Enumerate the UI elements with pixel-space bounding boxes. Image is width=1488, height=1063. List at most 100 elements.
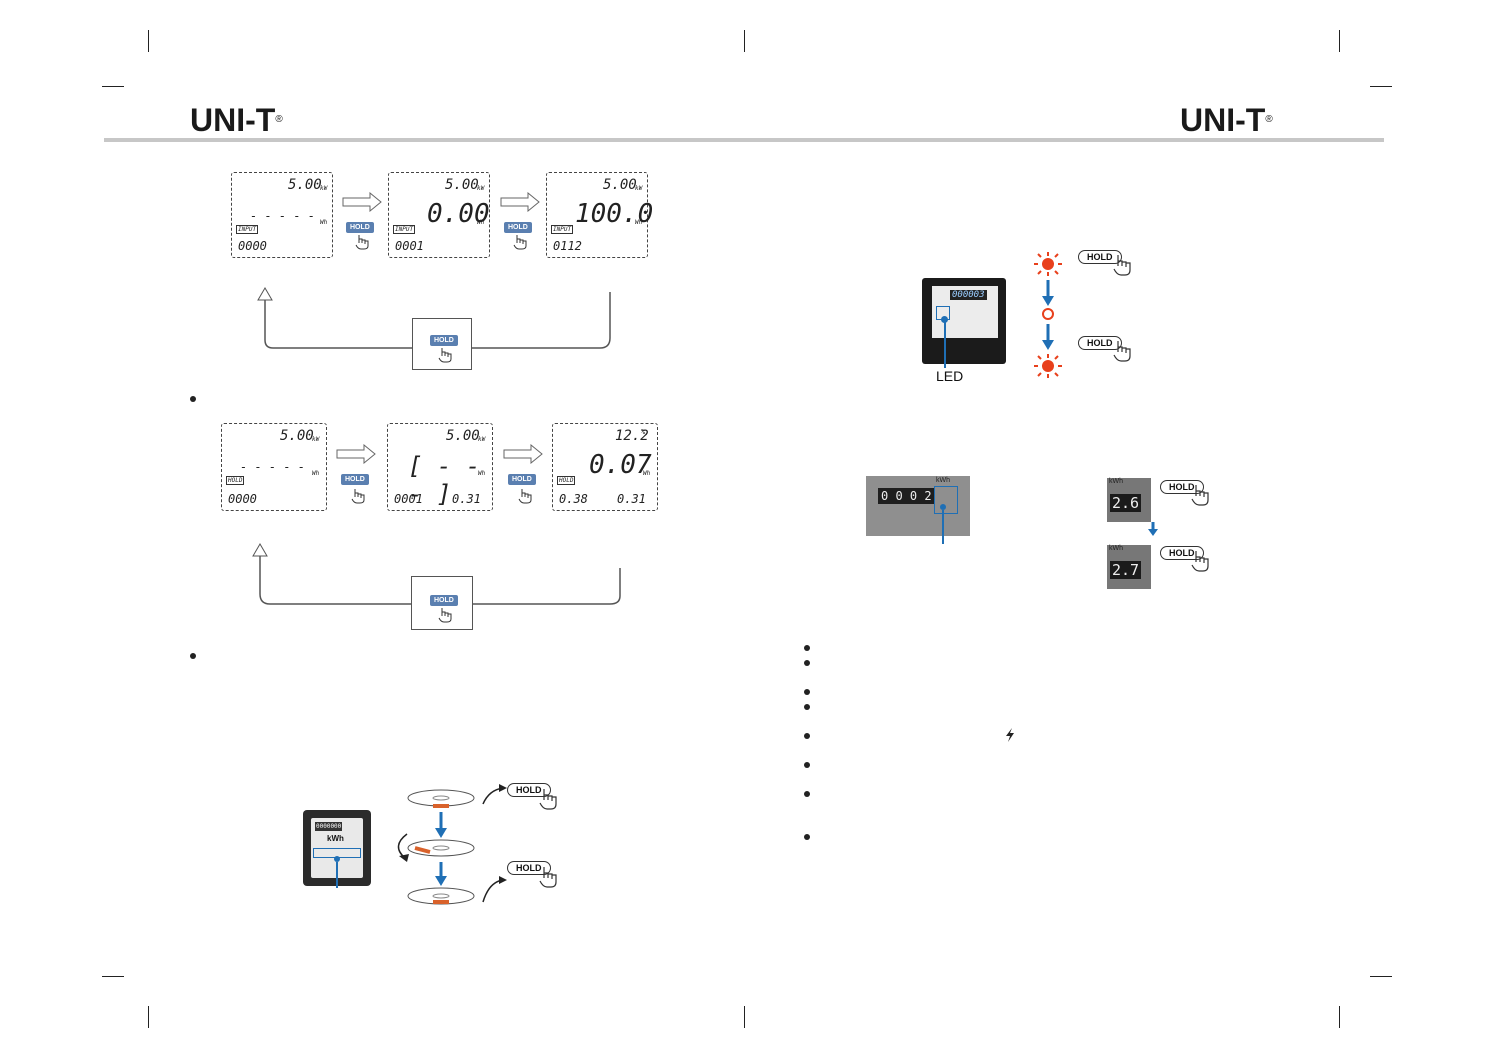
crop-mark	[1339, 1006, 1340, 1028]
hold-key: HOLD	[430, 595, 458, 606]
hand-pointer-icon	[355, 235, 369, 250]
lcd-unit: %	[641, 428, 646, 436]
pointer-line	[942, 510, 944, 544]
digit-after-photo: kWh 2.7	[1107, 545, 1151, 589]
right-arrow-icon	[336, 444, 376, 464]
lcd-main: - - - - -	[250, 209, 316, 223]
digit-unit: kWh	[1109, 545, 1123, 552]
marker-dot	[940, 504, 946, 510]
lcd-display: 5.00 kW 0.00 Wh INPUT 0001	[388, 172, 490, 258]
hand-pointer-icon	[438, 608, 452, 623]
hand-pointer-icon	[1191, 485, 1209, 506]
bullet	[804, 733, 810, 739]
lcd-main: 0.07	[589, 450, 652, 480]
hand-pointer-icon	[1113, 255, 1131, 276]
counter-unit: kWh	[936, 477, 950, 484]
crop-mark	[148, 1006, 149, 1028]
lcd-tag: INPUT	[236, 225, 259, 234]
pointer-line	[336, 862, 338, 888]
lcd-main: [ - - - ]	[408, 452, 481, 508]
digit-unit: kWh	[1109, 478, 1123, 485]
hand-pointer-icon	[351, 489, 365, 504]
bullet	[190, 653, 196, 659]
lcd-unit: kW	[477, 185, 485, 192]
lcd-power: 5.00	[280, 428, 314, 444]
right-arrow-icon	[503, 444, 543, 464]
last-digit-window	[934, 486, 958, 514]
bullet	[804, 704, 810, 710]
lcd-temperature: 12.2	[615, 428, 649, 444]
hold-button: HOLD	[1160, 546, 1204, 560]
bullet	[804, 791, 810, 797]
lcd-tag: HOLD	[557, 476, 576, 485]
digit-after: 2.7	[1110, 561, 1142, 579]
hold-button: HOLD	[507, 783, 551, 797]
lcd-display: 5.00 kW - - - - - Wh INPUT 0000	[231, 172, 333, 258]
lcd-unit: kW	[312, 436, 320, 443]
crop-mark	[1339, 30, 1340, 52]
down-arrow-icon	[1148, 522, 1158, 536]
lcd-tag: INPUT	[551, 225, 574, 234]
hold-button: HOLD	[1078, 250, 1122, 264]
hold-button: HOLD	[507, 861, 551, 875]
lcd-unit: Wh	[320, 219, 328, 226]
lcd-display: 5.00 kW 100.0 Wh INPUT 0112	[546, 172, 653, 258]
digit-before-photo: kWh 2.6	[1107, 478, 1151, 522]
hand-pointer-icon	[1113, 341, 1131, 362]
lcd-unit: kW	[635, 185, 643, 192]
lcd-main: - - - - -	[240, 460, 306, 474]
lcd-secondary: 0.31	[617, 492, 646, 506]
right-arrow-icon	[500, 192, 540, 212]
marker-dot	[334, 856, 340, 862]
bullet	[804, 834, 810, 840]
counter-digits: 0 0 0 2	[878, 488, 935, 504]
hold-button: HOLD	[1078, 336, 1122, 350]
lcd-main: 100.0	[575, 199, 654, 229]
pointer-line	[944, 322, 946, 368]
hand-pointer-icon	[513, 235, 527, 250]
marker-dot	[941, 316, 948, 323]
rotating-disc-diagram	[397, 784, 507, 905]
lcd-count: 0001	[395, 239, 424, 253]
led-blink-diagram	[1034, 252, 1062, 378]
hand-pointer-icon	[518, 489, 532, 504]
brand-logo-right: UNI-T®	[1180, 102, 1273, 138]
meter-unit: kWh	[327, 834, 344, 843]
digit-before: 2.6	[1110, 494, 1142, 512]
lcd-power: 5.00	[603, 177, 637, 193]
hold-key: HOLD	[430, 335, 458, 346]
lcd-tag: INPUT	[393, 225, 416, 234]
counter-photo: kWh 0 0 0 2	[866, 476, 970, 536]
crop-mark	[1370, 976, 1392, 977]
hand-pointer-icon	[539, 867, 557, 888]
lcd-unit: Wh	[635, 219, 643, 226]
lcd-power: 5.00	[446, 428, 480, 444]
header-rule	[104, 138, 1384, 142]
bullet	[804, 689, 810, 695]
hold-key: HOLD	[504, 222, 532, 233]
lcd-count: 0.38	[559, 492, 588, 506]
lcd-count: 0000	[238, 239, 267, 253]
lcd-count: 0000	[228, 492, 257, 506]
crop-mark	[102, 976, 124, 977]
hold-box: HOLD	[412, 318, 472, 370]
lcd-display: 5.00 kW - - - - - Wh HOLD 0000	[221, 423, 327, 511]
lcd-power: 5.00	[445, 177, 479, 193]
crop-mark	[148, 30, 149, 52]
bullet	[804, 762, 810, 768]
lcd-unit: Wh	[312, 470, 320, 477]
crop-mark	[102, 86, 124, 87]
bullet	[804, 645, 810, 651]
lcd-count: 0001	[394, 492, 423, 506]
hold-key: HOLD	[346, 222, 374, 233]
lcd-display: 12.2 % 0.07 Wh HOLD 0.38 0.31	[552, 423, 658, 511]
lcd-unit: Wh	[478, 470, 486, 477]
meter-digits: 0000000	[315, 822, 343, 831]
hand-pointer-icon	[539, 789, 557, 810]
brand-logo-left: UNI-T®	[190, 102, 283, 138]
crop-mark	[744, 30, 745, 52]
lightning-icon	[1006, 728, 1014, 742]
led-label: LED	[936, 368, 964, 384]
hold-box: HOLD	[411, 576, 473, 630]
lcd-tag: HOLD	[226, 476, 245, 485]
